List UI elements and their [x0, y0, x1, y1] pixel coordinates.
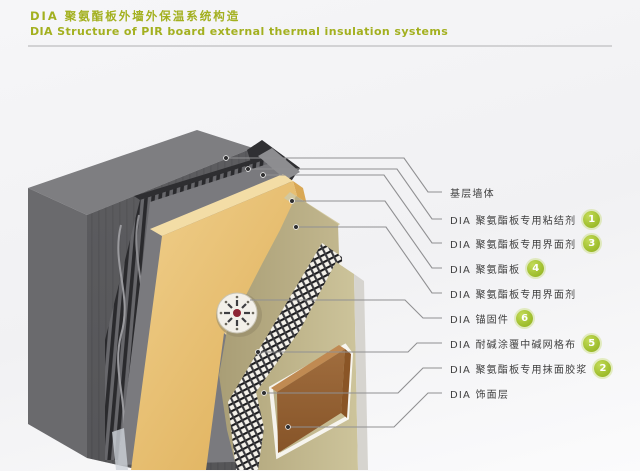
leader-dot: [255, 349, 261, 355]
leader-line-anchor: [250, 299, 442, 319]
base-wall-left-face: [28, 188, 87, 458]
label-render-coat: DIA 聚氨酯板专用抹面胶浆 2: [450, 360, 612, 377]
label-text: 基层墙体: [450, 189, 495, 200]
anchor-fixing: [216, 292, 262, 337]
finish-board-top-edge: [271, 345, 345, 392]
leader-line-adhesive: [248, 168, 442, 220]
title-english: DIA Structure of PIR board external ther…: [30, 25, 449, 38]
number-badge: 5: [583, 335, 601, 352]
leader-dot: [260, 172, 266, 178]
render-coat-side-edge: [354, 274, 368, 470]
layer-bottom-highlight: [112, 428, 128, 470]
leader-dot: [285, 424, 291, 430]
leader-line-base-wall: [226, 157, 442, 193]
leader-line-finish: [288, 392, 442, 428]
number-badge: 1: [583, 211, 601, 228]
pir-top-face: [150, 174, 293, 236]
number-badge: 2: [594, 360, 612, 377]
leader-dot: [293, 224, 299, 230]
anchor-rim-dots: [219, 295, 255, 331]
leader-line-interface-2: [296, 226, 442, 294]
label-anchor: DIA 锚固件 6: [450, 310, 534, 327]
leader-line-mesh: [258, 342, 442, 353]
label-interface-2: DIA 聚氨酯板专用界面剂: [450, 285, 576, 302]
label-mesh: DIA 耐碱涂覆中碱网格布 5: [450, 335, 601, 352]
anchor-radial-marks: [224, 300, 250, 326]
leader-lines: [226, 157, 442, 428]
label-text: DIA 锚固件: [450, 315, 510, 326]
title-chinese: DIA 聚氨酯板外墙外保温系统构造: [30, 9, 241, 23]
leader-line-render-coat: [264, 367, 442, 394]
number-badge: 3: [583, 235, 601, 252]
label-interface-1: DIA 聚氨酯板专用界面剂 3: [450, 235, 601, 252]
leader-dot: [261, 390, 267, 396]
label-text: DIA 聚氨酯板专用界面剂: [450, 240, 577, 251]
leader-line-interface-1: [263, 174, 442, 244]
adhesive-trowel-wave: [117, 224, 126, 446]
label-text: DIA 聚氨酯板: [450, 265, 521, 276]
interface-film-sheen: [258, 148, 300, 180]
base-wall-top-face: [28, 130, 253, 215]
number-badge: 4: [527, 260, 545, 277]
page-title: DIA 聚氨酯板外墙外保温系统构造 DIA Structure of PIR b…: [30, 8, 448, 39]
leader-line-pir-board: [292, 200, 442, 269]
leader-dots: [223, 155, 299, 430]
finish-board-side-edge: [341, 349, 351, 418]
label-adhesive: DIA 聚氨酯板专用粘结剂 1: [450, 211, 601, 228]
anchor-center-pin: [233, 309, 241, 317]
label-finish: DIA 饰面层: [450, 385, 509, 402]
label-text: DIA 聚氨酯板专用抹面胶浆: [450, 365, 588, 376]
label-base-wall: 基层墙体: [450, 184, 495, 201]
label-text: DIA 聚氨酯板专用界面剂: [450, 290, 577, 301]
label-text: DIA 饰面层: [450, 390, 510, 401]
title-divider: [28, 45, 612, 47]
leader-dot: [223, 155, 229, 161]
adhesive-top-edge: [134, 153, 280, 200]
label-pir-board: DIA 聚氨酯板 4: [450, 260, 545, 277]
label-text: DIA 聚氨酯板专用粘结剂: [450, 216, 577, 227]
number-badge: 6: [516, 310, 534, 327]
leader-dot: [289, 198, 295, 204]
leader-dot: [245, 166, 251, 172]
label-text: DIA 耐碱涂覆中碱网格布: [450, 340, 577, 351]
